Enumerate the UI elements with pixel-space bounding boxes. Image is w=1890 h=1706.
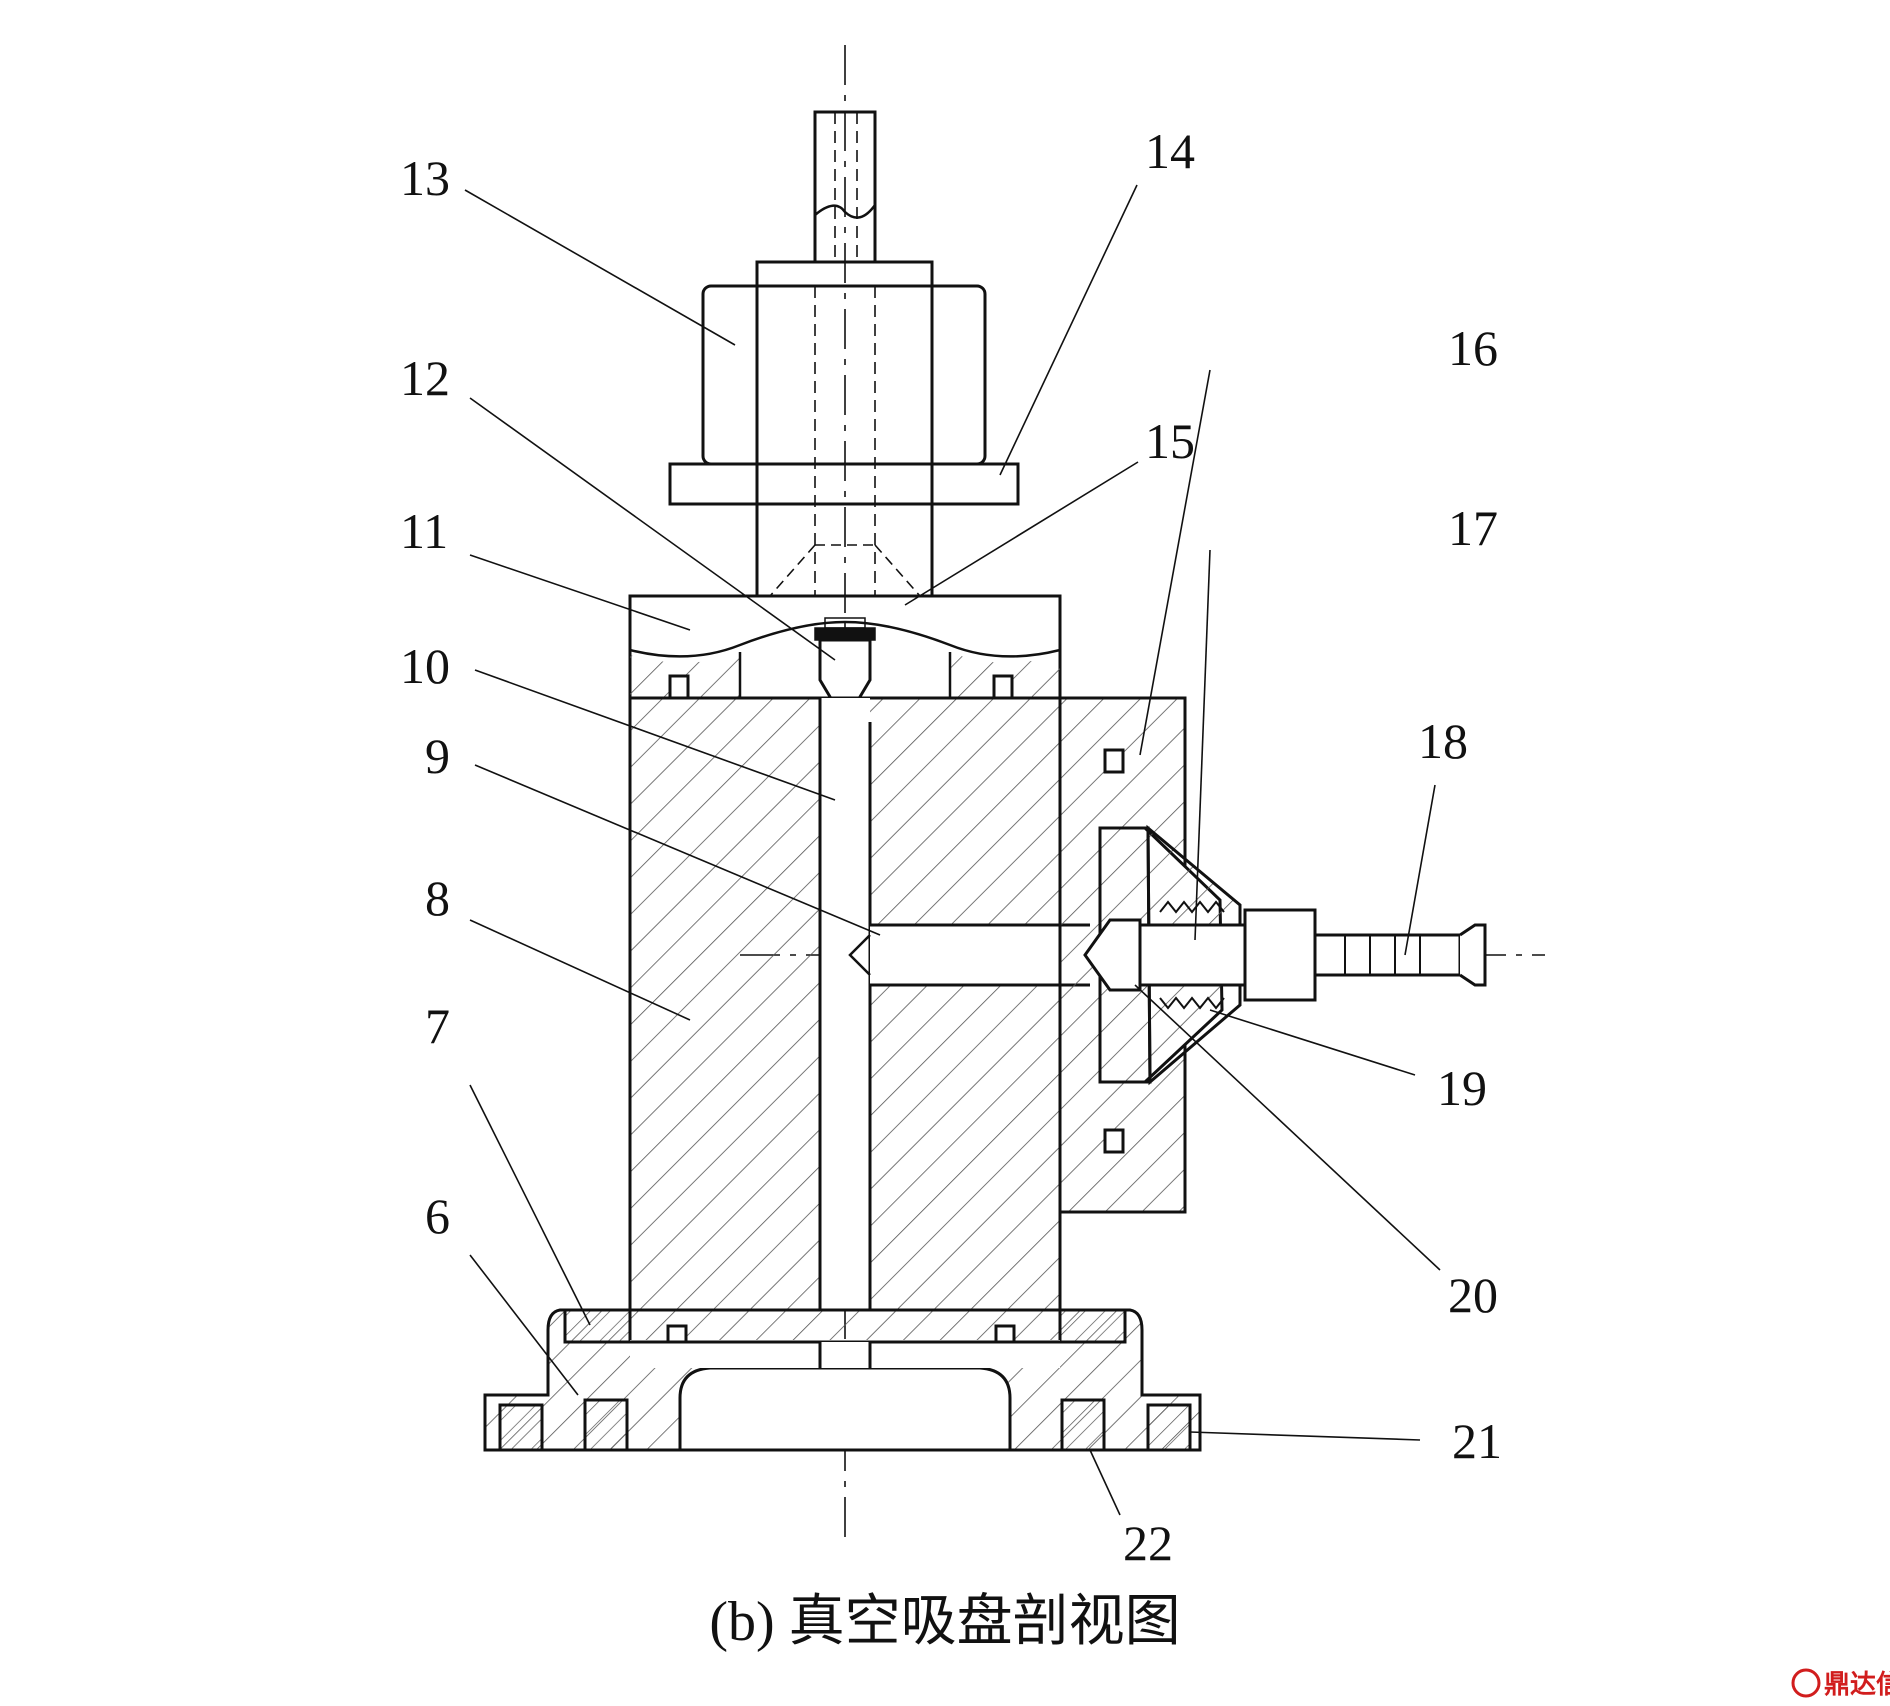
label-9: 9 — [425, 728, 450, 784]
label-10: 10 — [400, 638, 450, 694]
main-body-part-8 — [628, 696, 1105, 1312]
watermark: 鼎达信 — [1791, 1668, 1890, 1700]
label-7: 7 — [425, 998, 450, 1054]
label-20: 20 — [1448, 1267, 1498, 1323]
drawing-lines — [464, 45, 1545, 1540]
washer-part-14 — [668, 462, 1020, 506]
label-21: 21 — [1452, 1413, 1502, 1469]
nut-part-13 — [701, 260, 987, 466]
label-19: 19 — [1437, 1060, 1487, 1116]
label-12: 12 — [400, 350, 450, 406]
label-14: 14 — [1145, 123, 1195, 179]
top-shaft — [813, 110, 877, 264]
leader-lines — [464, 184, 1441, 1516]
figure-caption: (b) 真空吸盘剖视图 — [709, 1591, 1180, 1653]
threaded-connector-part-18 — [1138, 900, 1487, 1010]
label-13: 13 — [400, 150, 450, 206]
label-15: 15 — [1145, 413, 1195, 469]
watermark-text: 鼎达信 — [1824, 1670, 1890, 1700]
watermark-logo-icon — [1791, 1668, 1821, 1698]
label-16: 16 — [1448, 320, 1498, 376]
label-22: 22 — [1123, 1515, 1173, 1571]
base-flange — [483, 1308, 1202, 1452]
label-18: 18 — [1418, 713, 1468, 769]
label-8: 8 — [425, 870, 450, 926]
part-labels: 13 14 12 15 16 11 17 10 18 9 8 19 7 20 6… — [400, 123, 1502, 1571]
label-6: 6 — [425, 1188, 450, 1244]
label-11: 11 — [400, 503, 448, 559]
label-17: 17 — [1448, 500, 1498, 556]
